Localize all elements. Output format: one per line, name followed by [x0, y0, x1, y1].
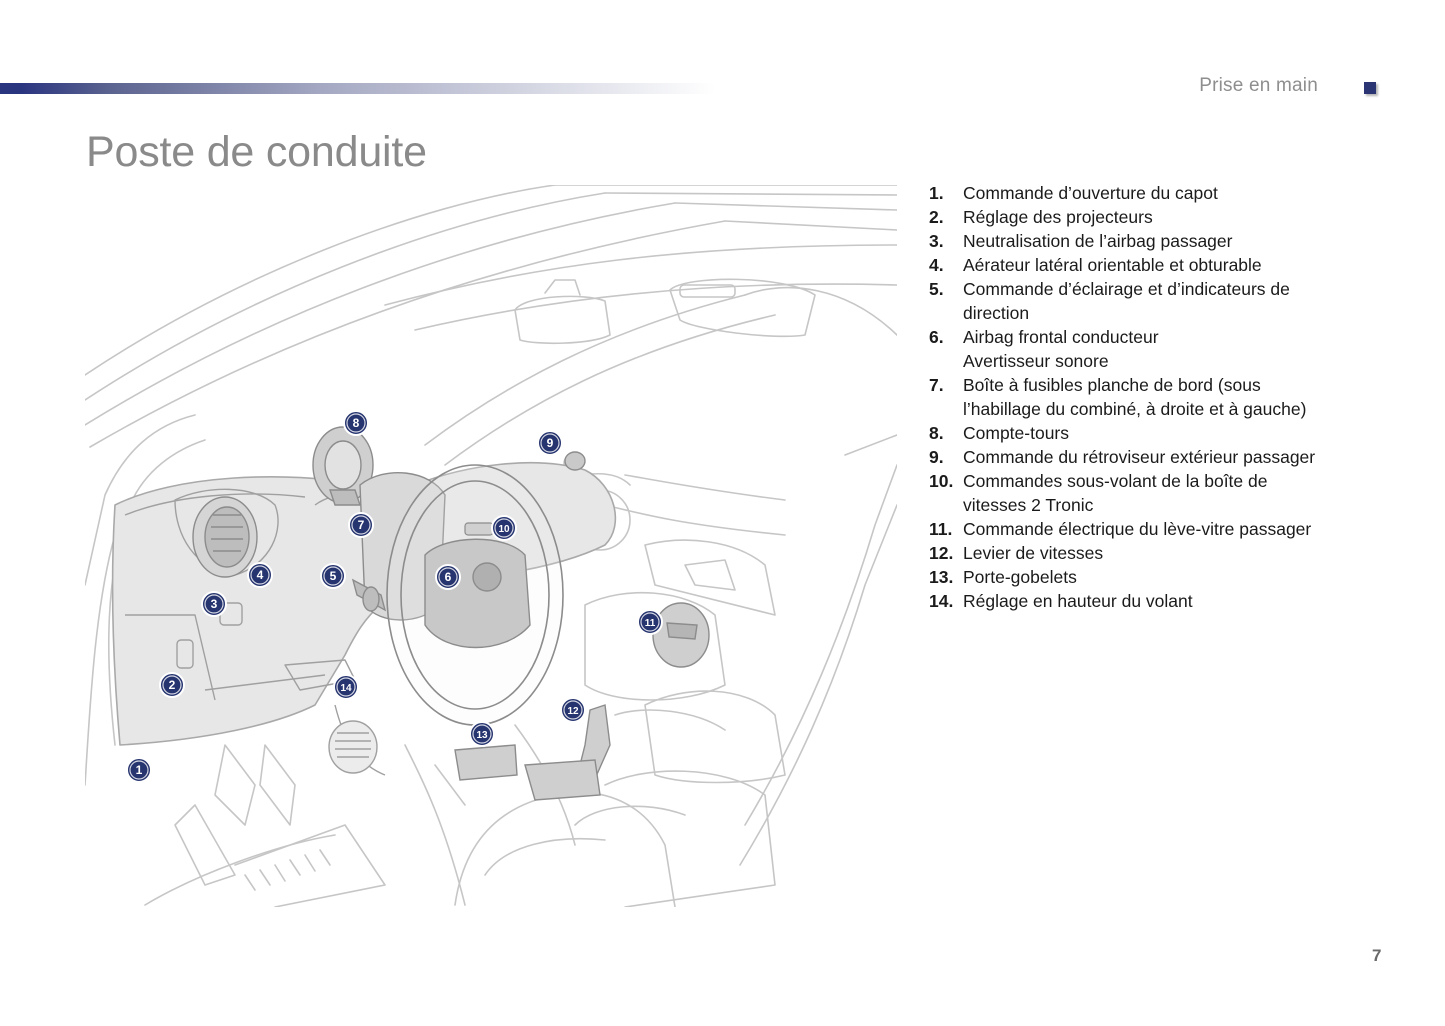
callout-label: 10	[498, 524, 510, 535]
legend-item: 8. Compte-tours	[929, 421, 1329, 445]
legend-text: Réglage des projecteurs	[963, 207, 1153, 227]
callout-label: 2	[169, 678, 176, 692]
callout-label: 11	[645, 618, 656, 629]
legend-text: Commande du rétroviseur extérieur passag…	[963, 447, 1316, 467]
section-marker	[1364, 82, 1376, 94]
legend-number: 4.	[929, 255, 944, 275]
legend-item: 2. Réglage des projecteurs	[929, 205, 1329, 229]
legend-item: 13. Porte-gobelets	[929, 565, 1329, 589]
header-band	[0, 83, 715, 94]
legend-item: 12. Levier de vitesses	[929, 541, 1329, 565]
callout-label: 4	[257, 568, 264, 582]
callout-7: 7	[348, 512, 374, 538]
callout-11: 11	[637, 609, 663, 635]
legend-item: 5. Commande d’éclairage et d’indicateurs …	[929, 277, 1329, 325]
legend-item: 1. Commande d’ouverture du capot	[929, 181, 1329, 205]
page-title: Poste de conduite	[86, 128, 427, 176]
legend-number: 14.	[929, 591, 954, 611]
legend-list: 1. Commande d’ouverture du capot 2. Réglag…	[929, 181, 1329, 613]
callout-13: 13	[469, 721, 495, 747]
legend-number: 6.	[929, 327, 944, 347]
legend-text: Porte-gobelets	[963, 567, 1077, 587]
legend-text: Neutralisation de l’airbag passager	[963, 231, 1233, 251]
legend-item: 14. Réglage en hauteur du volant	[929, 589, 1329, 613]
callout-2: 2	[159, 672, 185, 698]
callout-label: 14	[340, 683, 352, 694]
legend-text: Commande d’éclairage et d’indicateurs de…	[963, 279, 1290, 323]
callout-8: 8	[343, 410, 369, 436]
legend-item: 4. Aérateur latéral orientable et obturab…	[929, 253, 1329, 277]
legend-item: 7. Boîte à fusibles planche de bord (sous…	[929, 373, 1329, 421]
callout-14: 14	[333, 674, 359, 700]
legend-number: 2.	[929, 207, 944, 227]
callout-5: 5	[320, 563, 346, 589]
callout-label: 1	[136, 763, 143, 777]
legend-text: Commande électrique du lève-vitre passag…	[963, 519, 1312, 539]
callout-label: 13	[476, 730, 488, 741]
legend-item: 11. Commande électrique du lève-vitre pas…	[929, 517, 1329, 541]
legend-text: Commandes sous-volant de la boîte de vit…	[963, 471, 1268, 515]
callout-4: 4	[247, 562, 273, 588]
legend-number: 9.	[929, 447, 944, 467]
callout-label: 12	[567, 706, 579, 717]
callout-label: 9	[547, 436, 554, 450]
legend-number: 1.	[929, 183, 944, 203]
callout-1: 1	[126, 757, 152, 783]
legend-number: 12.	[929, 543, 954, 563]
legend-number: 13.	[929, 567, 954, 587]
legend-text: Réglage en hauteur du volant	[963, 591, 1193, 611]
legend-item: 10. Commandes sous-volant de la boîte de …	[929, 469, 1329, 517]
legend-text-line: Avertisseur sonore	[963, 351, 1109, 371]
legend-item: 9. Commande du rétroviseur extérieur pass…	[929, 445, 1329, 469]
legend-item: 3. Neutralisation de l’airbag passager	[929, 229, 1329, 253]
section-name: Prise en main	[1199, 75, 1318, 96]
callout-9: 9	[537, 430, 563, 456]
legend-text-line: Airbag frontal conducteur	[963, 327, 1159, 347]
legend-text: Compte-tours	[963, 423, 1070, 443]
page-number: 7	[1372, 946, 1382, 965]
callout-label: 3	[211, 597, 218, 611]
callout-10: 10	[491, 515, 517, 541]
legend-number: 7.	[929, 375, 944, 395]
legend-text: Levier de vitesses	[963, 543, 1104, 563]
legend-number: 11.	[929, 519, 953, 539]
legend-number: 10.	[929, 471, 954, 491]
callout-label: 5	[330, 569, 337, 583]
legend-number: 8.	[929, 423, 944, 443]
legend-text: Boîte à fusibles planche de bord (sous l…	[963, 375, 1307, 419]
callout-6: 6	[435, 564, 461, 590]
callout-label: 8	[353, 416, 360, 430]
callout-12: 12	[560, 697, 586, 723]
legend-number: 5.	[929, 279, 944, 299]
cockpit-illustration: 1 2 3 4 5 6 7 8 9 10 11 12 13 14	[85, 185, 897, 907]
legend-text: Aérateur latéral orientable et obturable	[963, 255, 1262, 275]
legend-text: Commande d’ouverture du capot	[963, 183, 1218, 203]
callout-label: 6	[445, 570, 452, 584]
callout-label: 7	[358, 518, 365, 532]
callout-3: 3	[201, 591, 227, 617]
legend-number: 3.	[929, 231, 944, 251]
